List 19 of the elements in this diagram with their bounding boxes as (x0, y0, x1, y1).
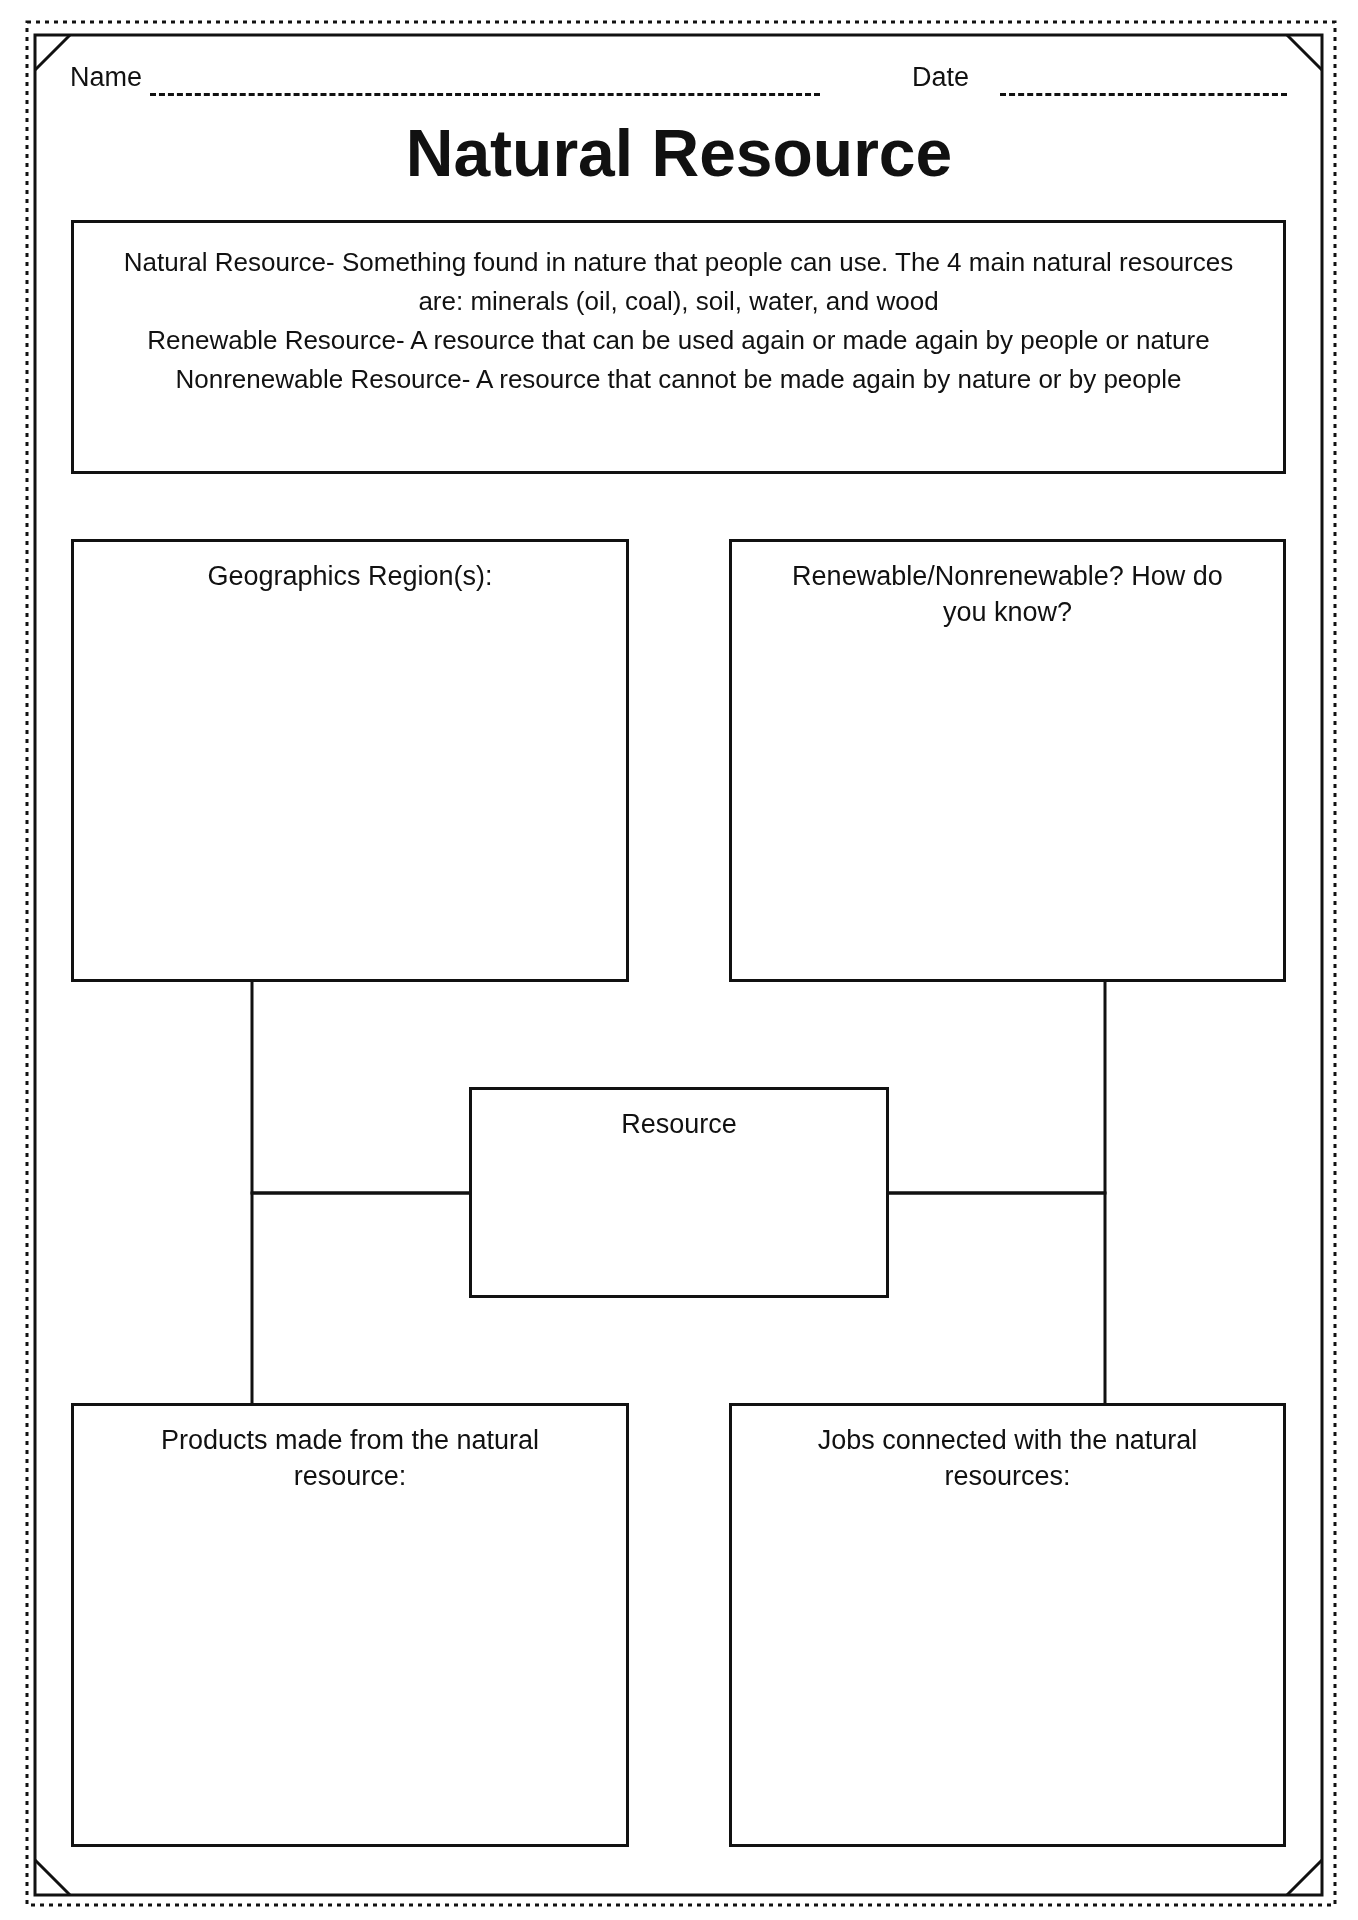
field-label: Date (912, 62, 970, 93)
answer-box (729, 1403, 1286, 1847)
connector-line (889, 1191, 1107, 1403)
definition-text: Nonrenewable Resource- A resource that cannot be made again by nature or by people (174, 363, 1183, 396)
box-heading: Products made from the natural resource: (159, 1424, 541, 1494)
definition-text: Renewable Resource- A resource that can be used again or made again by people or nature (146, 324, 1211, 357)
field-label: Name (70, 62, 143, 93)
center-box (469, 1087, 889, 1298)
box-heading: Resource (620, 1108, 738, 1141)
answer-box (729, 539, 1286, 982)
box-heading: Renewable/Nonrenewable? How do you know? (791, 560, 1224, 630)
box-heading: Geographics Region(s): (206, 560, 494, 593)
definition-text: Natural Resource- Something found in nature that people can use. The 4 main natural resources are: minerals (oil, coal), soil, water, and wood (122, 246, 1235, 318)
answer-box (71, 1403, 629, 1847)
answer-box (71, 539, 629, 982)
connector-line (250, 1191, 469, 1403)
definition-box (71, 220, 1286, 474)
title: Natural Resource (404, 115, 954, 191)
box-heading: Jobs connected with the natural resources: (816, 1424, 1199, 1494)
